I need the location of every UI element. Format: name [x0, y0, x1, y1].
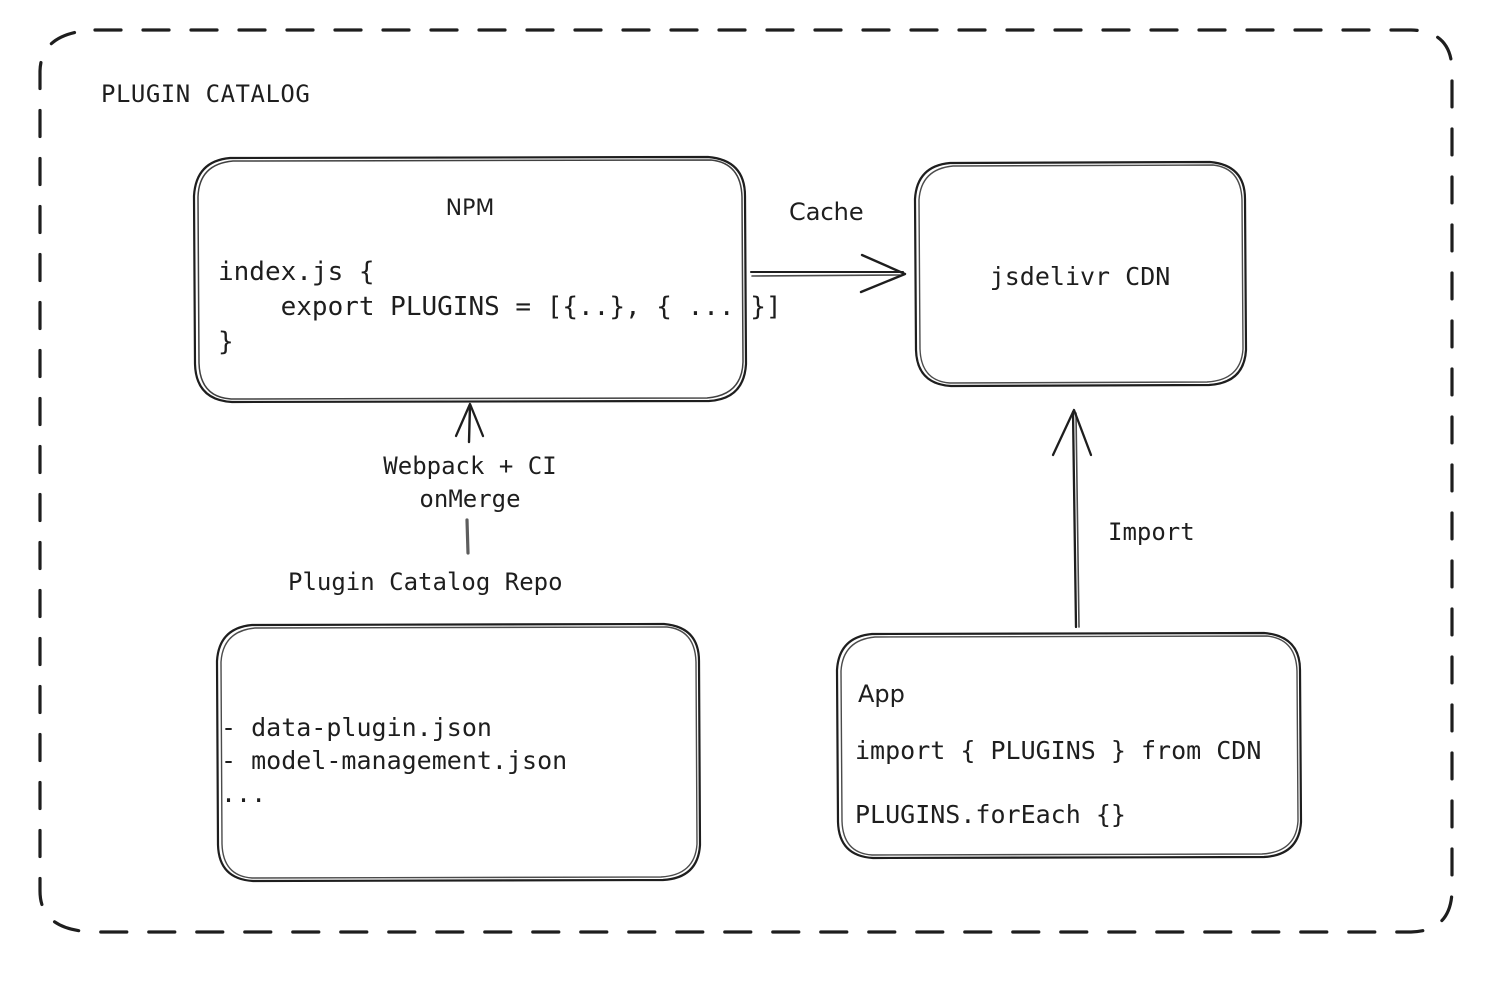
edge-label-webpack-ci: Webpack + CI onMerge	[383, 452, 557, 513]
app-node-code-foreach: PLUGINS.forEach {}	[855, 800, 1126, 829]
edge-app-to-cdn	[1051, 408, 1093, 629]
npm-node-code: index.js { export PLUGINS = [{..}, { ...…	[218, 257, 782, 357]
repo-node-file-list: - data-plugin.json - model-management.js…	[221, 713, 568, 808]
app-node-code-import: import { PLUGINS } from CDN	[855, 736, 1262, 765]
page-title: PLUGIN CATALOG	[101, 80, 311, 108]
edge-label-import: Import	[1108, 518, 1195, 546]
app-node-title: App	[858, 680, 905, 708]
cdn-node-title: jsdelivr CDN	[989, 262, 1171, 291]
repo-node-caption: Plugin Catalog Repo	[288, 568, 563, 596]
npm-node-title: NPM	[445, 196, 495, 221]
edge-label-cache: Cache	[789, 198, 864, 226]
